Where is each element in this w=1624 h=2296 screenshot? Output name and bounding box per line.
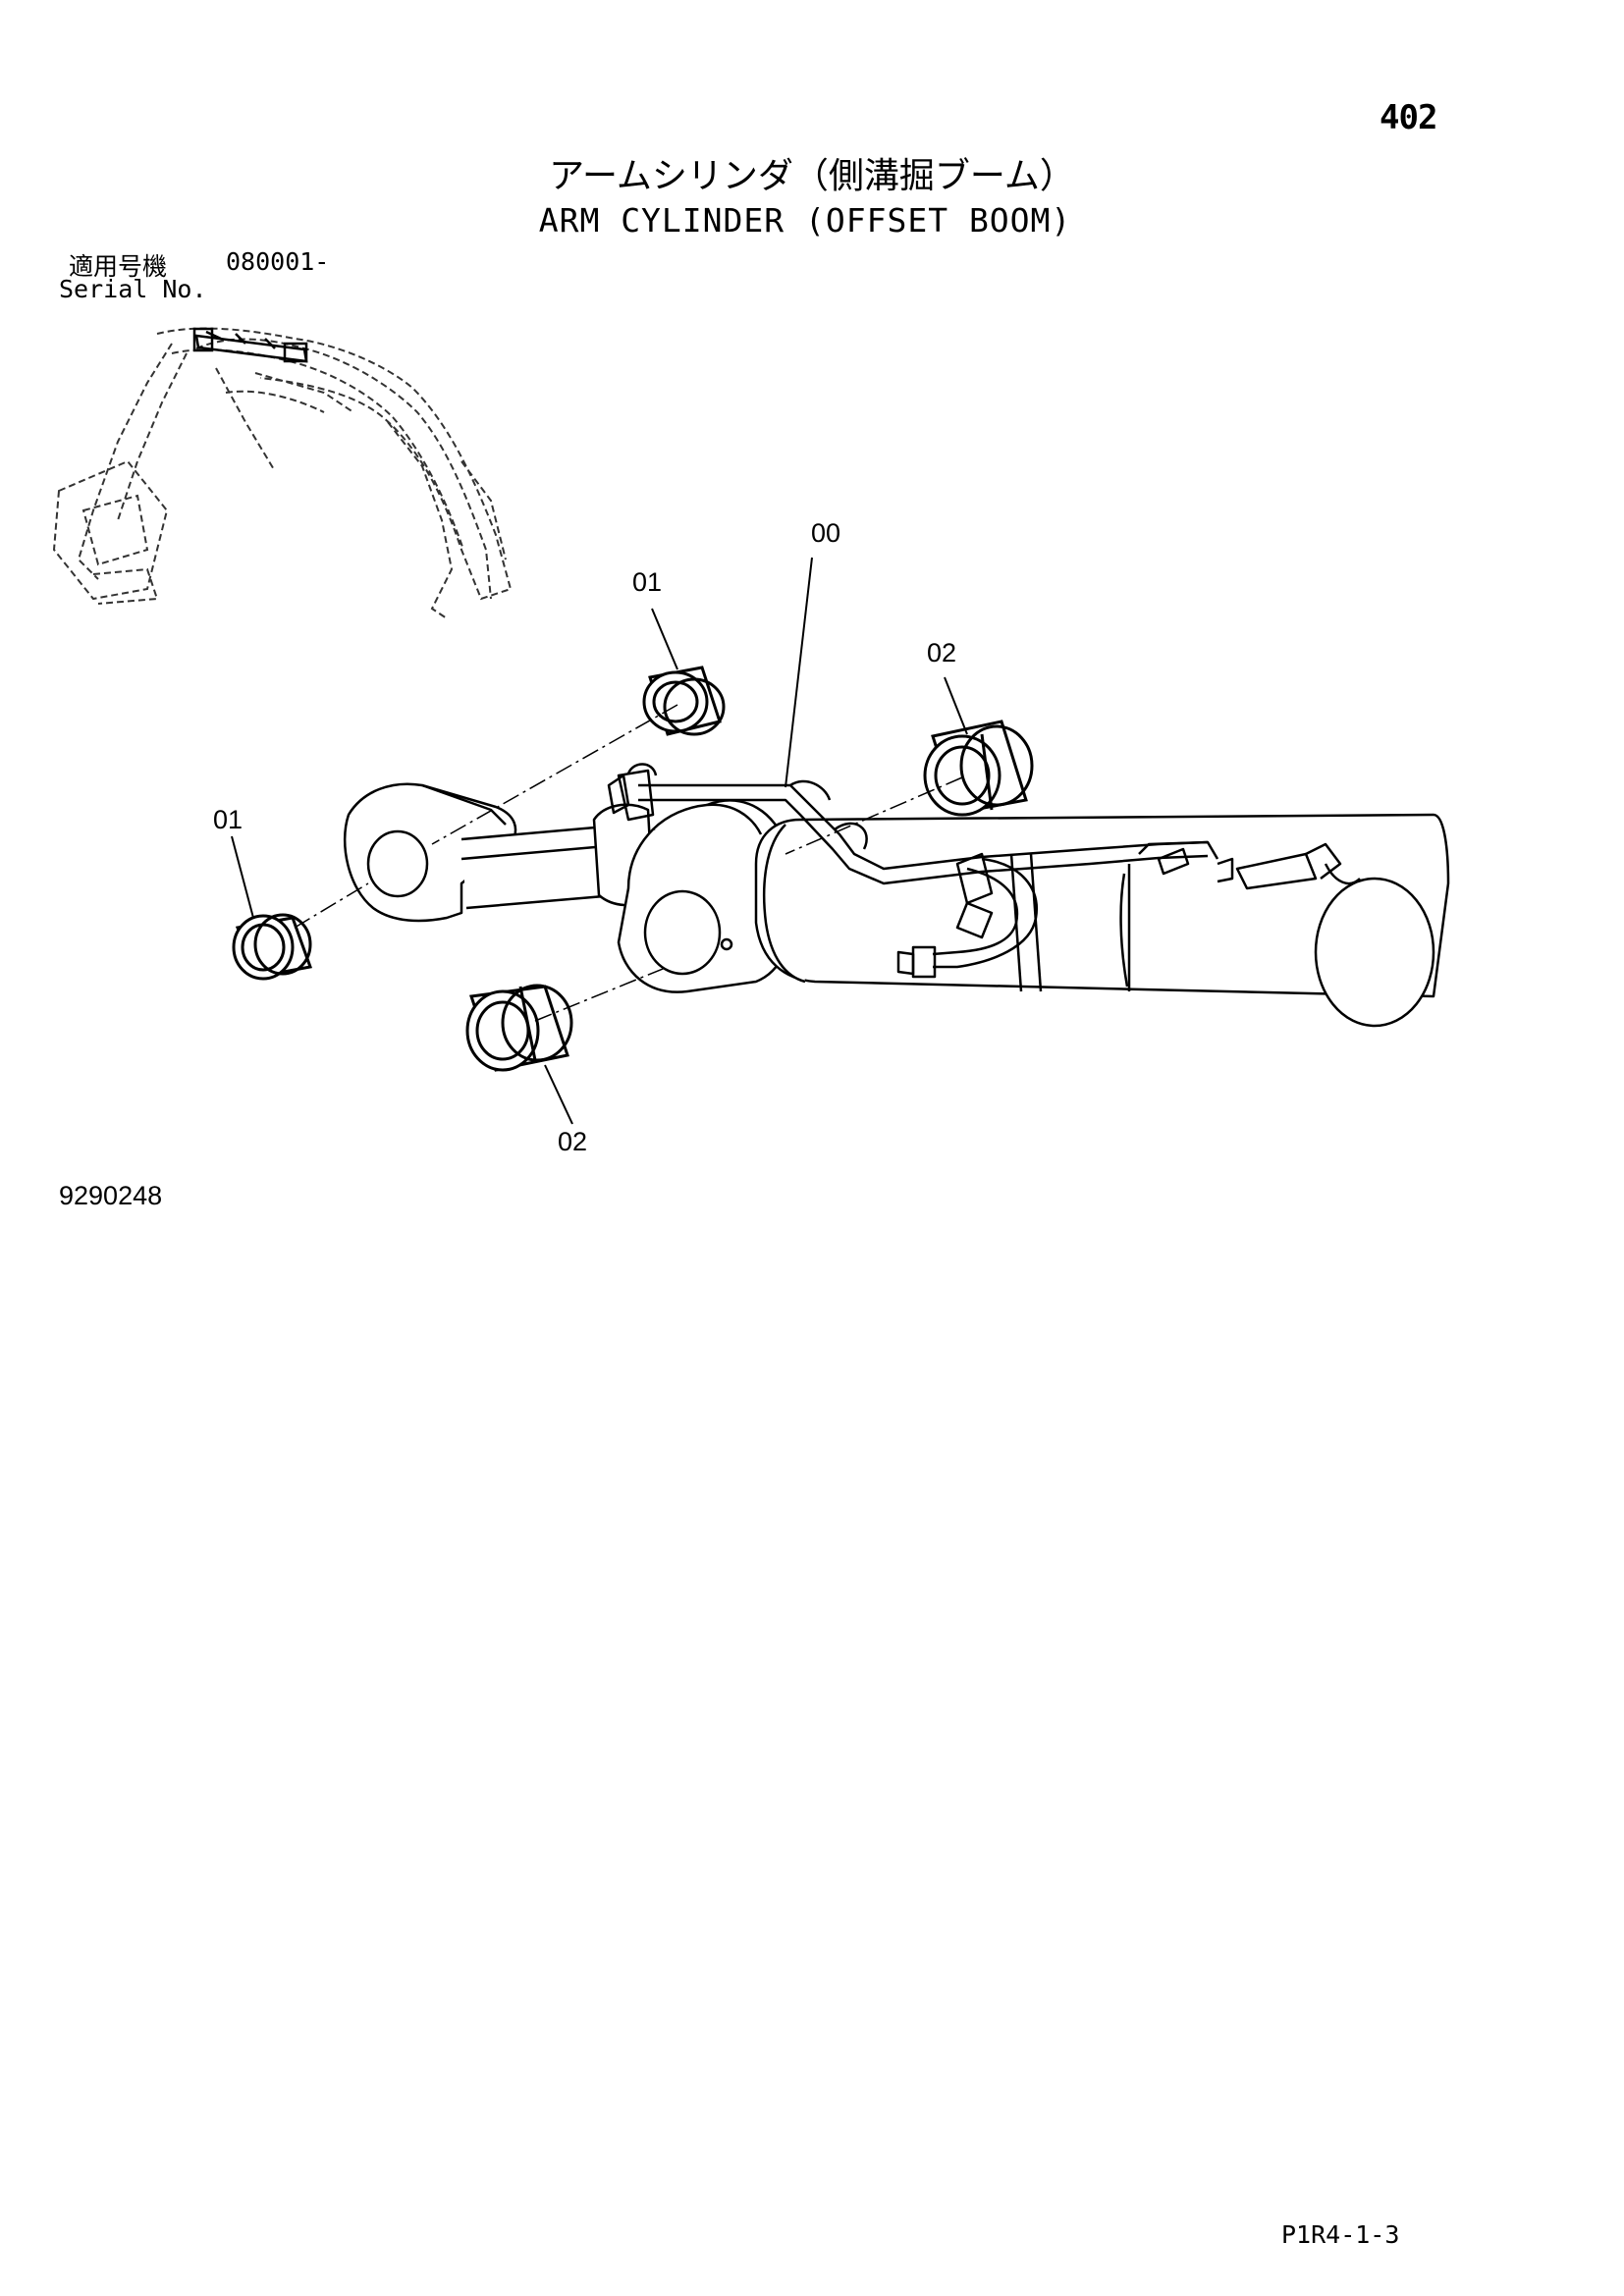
serial-label-english: Serial No. (59, 275, 207, 303)
hydraulic-piping (607, 763, 1361, 979)
serial-number-value: 080001- (226, 247, 330, 276)
bushing-02-lower (465, 984, 573, 1072)
page-code: P1R4-1-3 (1281, 2220, 1400, 2249)
bushing-01-lower (232, 913, 313, 981)
bushing-02-upper (923, 720, 1034, 817)
callout-01-lower: 01 (213, 805, 244, 834)
excavator-locator-thumbnail (52, 327, 513, 619)
bushing-01-upper (642, 666, 726, 736)
assembly-center-lines (294, 704, 963, 1022)
callout-01-upper: 01 (632, 567, 663, 597)
page-title-english: ARM CYLINDER (OFFSET BOOM) (538, 201, 1072, 240)
page-title-japanese: アームシリンダ（側溝掘ブーム） (549, 156, 1075, 196)
callout-00: 00 (811, 518, 841, 548)
callout-leader-lines (231, 557, 968, 1125)
cylinder-assembly (343, 782, 1450, 1028)
callout-02-upper: 02 (927, 638, 957, 667)
callout-02-lower: 02 (558, 1127, 588, 1156)
drawing-number: 9290248 (59, 1181, 163, 1210)
serial-label-japanese: 適用号機 (69, 252, 168, 281)
thumbnail-highlight-cylinder (192, 327, 308, 363)
page-number: 402 (1380, 98, 1437, 137)
